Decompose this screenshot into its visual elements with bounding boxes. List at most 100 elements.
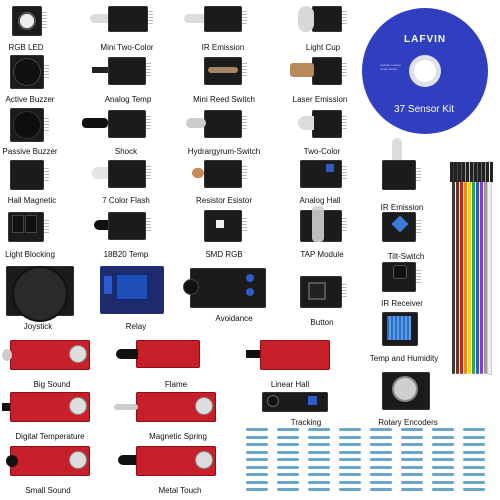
resistor bbox=[396, 458, 428, 461]
label-active-buzzer: Active Buzzer bbox=[5, 95, 55, 104]
resistor bbox=[365, 488, 397, 491]
resistor bbox=[272, 458, 304, 461]
label-ir-emission-1: IR Emission bbox=[201, 43, 245, 52]
label-tap-module: TAP Module bbox=[300, 250, 344, 259]
resistor bbox=[365, 428, 397, 431]
resistor bbox=[241, 443, 273, 446]
label-resistor-esistor: Resistor Esistor bbox=[195, 196, 253, 205]
label-laser-emission: Laser Emission bbox=[292, 95, 348, 104]
label-big-sound: Big Sound bbox=[33, 380, 71, 389]
resistor bbox=[396, 488, 428, 491]
label-flame: Flame bbox=[164, 380, 188, 389]
label-metal-touch: Metal Touch bbox=[158, 486, 202, 495]
resistor bbox=[427, 465, 459, 469]
resistor bbox=[427, 458, 459, 461]
resistor bbox=[241, 458, 273, 461]
laser-emission-module bbox=[290, 57, 347, 85]
small-sound-module bbox=[6, 446, 90, 476]
magnetic-spring-module bbox=[114, 392, 216, 422]
label-temp-humidity: Temp and Humidity bbox=[369, 354, 439, 363]
resistor bbox=[458, 428, 490, 431]
resistor bbox=[427, 435, 459, 439]
resistor bbox=[334, 480, 366, 484]
label-ir-emission-2: IR Emission bbox=[380, 203, 424, 212]
resistor bbox=[334, 428, 366, 431]
shock-module bbox=[82, 110, 151, 138]
label-hall-magnetic: Hall Magnetic bbox=[7, 196, 57, 205]
tap-module bbox=[300, 206, 347, 242]
resistor bbox=[241, 488, 273, 491]
label-relay: Relay bbox=[125, 322, 147, 331]
resistor bbox=[272, 450, 304, 454]
resistor bbox=[427, 488, 459, 491]
label-analog-temp: Analog Temp bbox=[104, 95, 152, 104]
cd-small-text: Include: Lesson Code Library bbox=[380, 63, 402, 71]
resistor bbox=[303, 428, 335, 431]
resistors bbox=[236, 424, 496, 496]
button-module bbox=[300, 276, 347, 308]
linear-hall-module bbox=[246, 340, 330, 370]
analog-temp-module bbox=[92, 57, 151, 85]
resistor bbox=[396, 473, 428, 476]
label-analog-hall: Analog Hall bbox=[299, 196, 341, 205]
resistor bbox=[396, 428, 428, 431]
label-avoidance: Avoidance bbox=[215, 314, 253, 323]
resistor bbox=[458, 480, 490, 484]
label-hydrargyrum-switch: Hydrargyrum-Switch bbox=[187, 147, 261, 156]
resistor bbox=[427, 450, 459, 454]
resistor bbox=[365, 443, 397, 446]
label-passive-buzzer: Passive Buzzer bbox=[2, 147, 58, 156]
resistor bbox=[427, 428, 459, 431]
resistor bbox=[303, 435, 335, 439]
label-linear-hall: Linear Hall bbox=[270, 380, 310, 389]
label-ir-receiver: IR Receiver bbox=[381, 299, 423, 308]
ir-receiver-module bbox=[382, 262, 421, 292]
resistor bbox=[365, 480, 397, 484]
smd-rgb-module bbox=[204, 210, 247, 242]
tracking-module bbox=[262, 392, 328, 412]
resistor bbox=[427, 443, 459, 446]
resistor bbox=[365, 458, 397, 461]
seven-color-flash-module bbox=[92, 160, 151, 188]
label-two-color: Two-Color bbox=[303, 147, 341, 156]
resistor bbox=[241, 450, 273, 454]
label-tilt-switch: Tilt-Switch bbox=[387, 252, 425, 261]
rgb-led-module bbox=[12, 6, 47, 36]
ir-emission-module-1 bbox=[184, 6, 247, 32]
resistor bbox=[365, 435, 397, 439]
resistor bbox=[303, 465, 335, 469]
resistor bbox=[303, 458, 335, 461]
light-blocking-module bbox=[8, 212, 49, 242]
hall-magnetic-module bbox=[10, 160, 49, 190]
label-button: Button bbox=[310, 318, 334, 327]
tilt-switch-module bbox=[382, 212, 421, 242]
avoidance-module bbox=[184, 268, 266, 308]
label-temp-18b20: 18B20 Temp bbox=[103, 250, 149, 259]
resistor bbox=[334, 435, 366, 439]
resistor bbox=[334, 458, 366, 461]
light-cup-module bbox=[298, 6, 347, 32]
resistor bbox=[334, 450, 366, 454]
label-seven-color-flash: 7 Color Flash bbox=[102, 196, 150, 205]
label-light-blocking: Light Blocking bbox=[5, 250, 55, 259]
resistor bbox=[427, 480, 459, 484]
flame-module bbox=[116, 340, 200, 368]
resistor bbox=[241, 435, 273, 439]
resistor bbox=[396, 450, 428, 454]
resistor bbox=[365, 450, 397, 454]
resistor bbox=[272, 428, 304, 431]
resistor bbox=[241, 480, 273, 484]
metal-touch-module bbox=[118, 446, 216, 476]
resistor bbox=[334, 465, 366, 469]
resistor bbox=[303, 473, 335, 476]
joystick-module bbox=[6, 266, 74, 320]
resistor bbox=[458, 488, 490, 491]
resistor bbox=[458, 465, 490, 469]
resistor bbox=[272, 473, 304, 476]
label-magnetic-spring: Magnetic Spring bbox=[149, 432, 207, 441]
resistor bbox=[458, 443, 490, 446]
resistor bbox=[303, 443, 335, 446]
resistor bbox=[303, 488, 335, 491]
resistor bbox=[458, 473, 490, 476]
resistor bbox=[241, 465, 273, 469]
